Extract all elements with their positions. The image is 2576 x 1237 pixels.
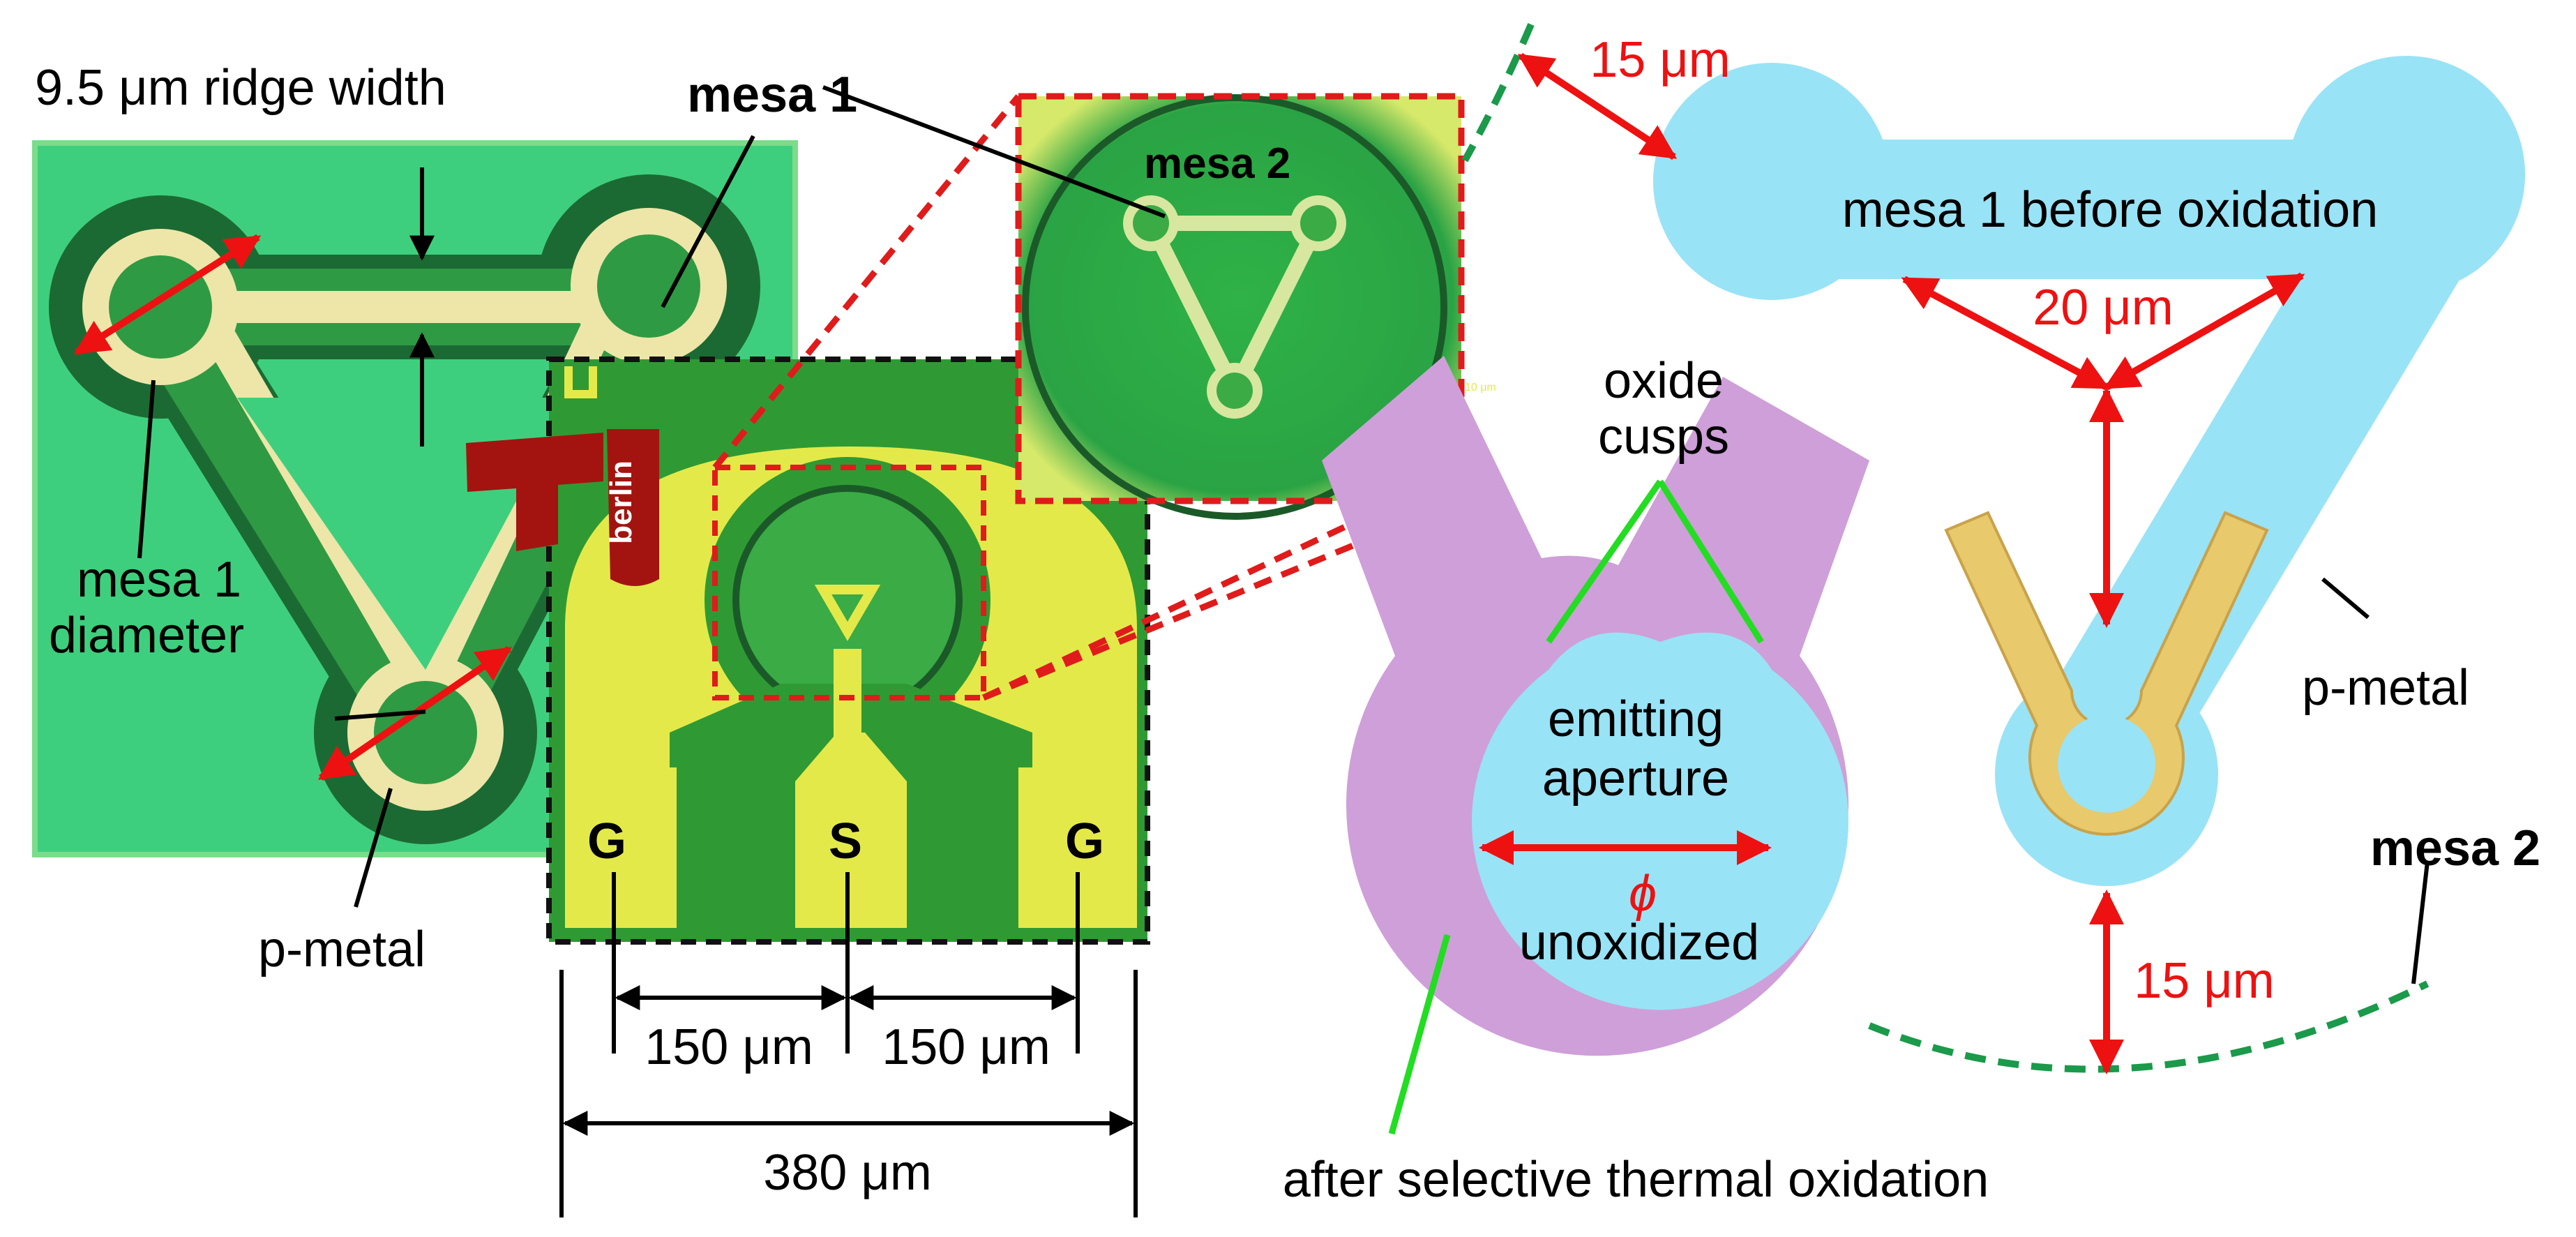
- aperture-label: aperture: [1542, 751, 1729, 807]
- mesa2-outline-bottom: [1868, 980, 2430, 1073]
- mesa1-diameter-label: mesa 1: [77, 552, 241, 608]
- dim-20: 20 μm: [2033, 280, 2174, 336]
- university-logo: berlin: [466, 429, 659, 586]
- red-arrows: [73, 52, 2305, 1074]
- mesa1-label: mesa 1: [687, 67, 857, 123]
- pad-g-right: G: [1065, 814, 1104, 869]
- mesa2-right-label: mesa 2: [2370, 820, 2540, 876]
- after-oxidation-label: after selective thermal oxidation: [1283, 1152, 1989, 1208]
- mesa1-diameter-label-2: diameter: [49, 608, 244, 664]
- mesa2-outline-top: [1461, 23, 1535, 163]
- mesa2-inset-label: mesa 2: [1144, 140, 1290, 188]
- oxide-cusps-label-2: cusps: [1598, 409, 1729, 465]
- dim-150-left: 150 μm: [645, 1019, 813, 1075]
- dim-15-bottom: 15 μm: [2134, 953, 2275, 1009]
- p-metal-schematic: [1944, 511, 2269, 836]
- logo-text: berlin: [604, 460, 638, 544]
- pad-g-left: G: [587, 814, 626, 869]
- cusp-pointers: [1388, 479, 1764, 1135]
- dim-150-right: 150 μm: [882, 1019, 1050, 1075]
- mesa1-before-label: mesa 1 before oxidation: [1842, 182, 2378, 238]
- dim-380: 380 μm: [763, 1145, 932, 1201]
- unoxidized-label: unoxidized: [1519, 915, 1759, 970]
- dim-15-top: 15 μm: [1590, 32, 1731, 88]
- oxide-cusps-label: oxide: [1604, 353, 1724, 409]
- p-metal-left-label: p-metal: [258, 922, 425, 977]
- emitting-label: emitting: [1548, 691, 1724, 747]
- mesa-schematic: [1322, 56, 2525, 1056]
- p-metal-right-label: p-metal: [2302, 660, 2469, 716]
- black-lines: [137, 85, 2430, 1217]
- chip-photo: [546, 357, 1150, 945]
- pad-s: S: [829, 814, 862, 869]
- zoom-connector-right: [982, 513, 1369, 701]
- phi-symbol: ϕ: [1629, 866, 1657, 922]
- ridge-width-label: 9.5 μm ridge width: [35, 60, 446, 116]
- scale-bar-label: 10 μm: [1465, 382, 1496, 393]
